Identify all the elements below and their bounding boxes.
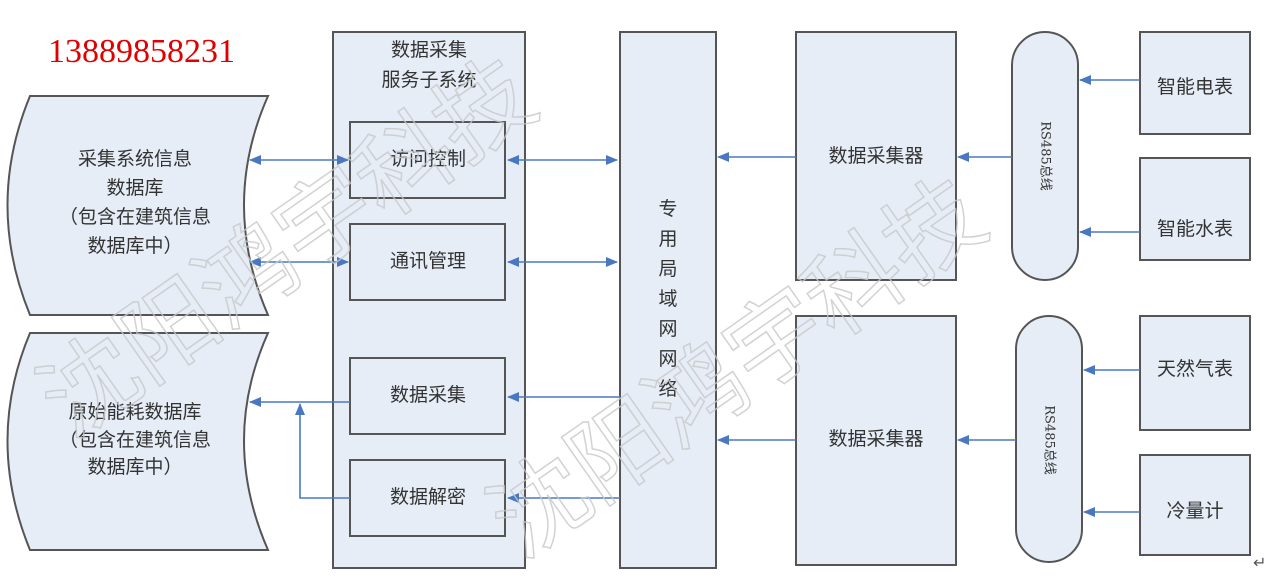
collector-label: 数据采集器 xyxy=(828,428,923,450)
database-label: 采集系统信息 xyxy=(78,148,192,170)
network-label: 网 xyxy=(658,348,677,370)
database-label: 原始能耗数据库 xyxy=(68,401,201,423)
phone-number: 13889858231 xyxy=(48,33,235,70)
network-label: 局 xyxy=(658,258,677,280)
bus-label: RS485总线 xyxy=(1042,405,1057,475)
meter-label: 天然气表 xyxy=(1157,358,1233,380)
meter-label: 智能水表 xyxy=(1157,218,1233,240)
network-label: 域 xyxy=(658,288,677,310)
collection-system-database: 采集系统信息 数据库 （包含在建筑信息 数据库中） xyxy=(6,95,270,316)
database-label: 数据库 xyxy=(106,177,163,199)
database-label: 数据库中） xyxy=(87,456,182,478)
network-label: 用 xyxy=(658,228,677,250)
module-label: 访问控制 xyxy=(390,148,466,170)
database-label: 数据库中） xyxy=(87,235,182,257)
data-collection-subsystem: 数据采集 服务子系统 访问控制 通讯管理 数据采集 数据解密 xyxy=(332,31,526,569)
subsystem-title: 数据采集 xyxy=(391,39,467,61)
module-communication xyxy=(349,223,506,301)
network-label: 网 xyxy=(658,318,677,340)
private-lan-network: 专 用 局 域 网 网 络 xyxy=(619,31,717,569)
subsystem-title: 服务子系统 xyxy=(381,69,476,91)
raw-energy-database: 原始能耗数据库 （包含在建筑信息 数据库中） xyxy=(6,332,270,551)
connectors xyxy=(249,75,1140,517)
meter-label: 智能电表 xyxy=(1157,76,1233,98)
module-label: 数据采集 xyxy=(390,384,466,406)
network-label: 专 xyxy=(658,198,677,220)
collector-label: 数据采集器 xyxy=(828,145,923,167)
rs485-bus-1: RS485总线 xyxy=(1011,31,1079,281)
network-label: 络 xyxy=(658,378,677,400)
database-label: （包含在建筑信息 xyxy=(59,206,211,228)
data-collector-2: 数据采集器 xyxy=(795,315,957,566)
module-label: 通讯管理 xyxy=(390,250,466,272)
database-label: （包含在建筑信息 xyxy=(59,429,211,451)
return-mark: ↵ xyxy=(1253,553,1266,572)
natural-gas-meter: 天然气表 xyxy=(1139,315,1251,431)
cooling-meter: 冷量计 xyxy=(1139,454,1251,556)
smart-electric-meter: 智能电表 xyxy=(1139,31,1251,135)
module-data-collection xyxy=(349,357,506,435)
arrow xyxy=(295,403,350,499)
rs485-bus-2: RS485总线 xyxy=(1015,315,1083,563)
data-collector-1: 数据采集器 xyxy=(795,31,957,281)
module-data-decryption xyxy=(349,459,506,537)
module-access-control xyxy=(349,121,506,199)
meter-label: 冷量计 xyxy=(1166,500,1223,522)
bus-label: RS485总线 xyxy=(1038,121,1053,191)
module-label: 数据解密 xyxy=(390,486,466,508)
smart-water-meter: 智能水表 xyxy=(1139,157,1251,261)
